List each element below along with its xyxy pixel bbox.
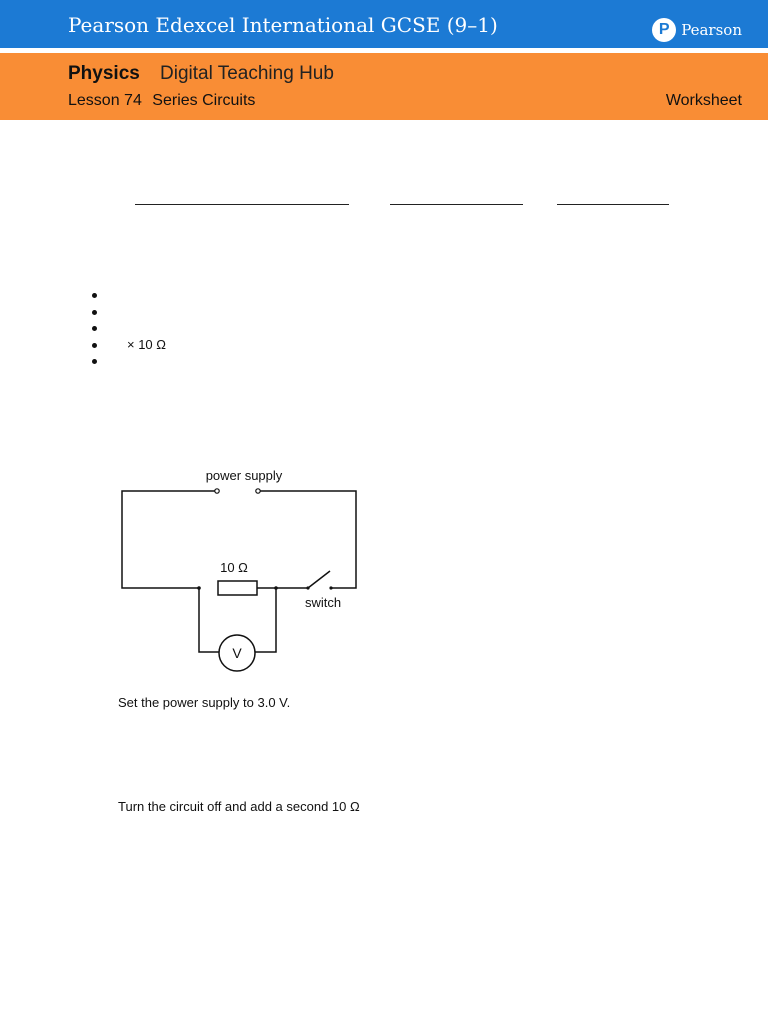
bullet-dot bbox=[92, 293, 97, 298]
resistor-value-label: 10 Ω bbox=[220, 560, 248, 575]
voltmeter-wire-left bbox=[198, 588, 219, 653]
junction-dot bbox=[274, 586, 278, 590]
terminal-left bbox=[214, 488, 220, 494]
pearson-logo-icon: P bbox=[652, 18, 677, 42]
method-step-1: Set the power supply to 3.0 V. bbox=[118, 695, 291, 710]
lesson-topic: Series Circuits bbox=[152, 92, 256, 109]
date-field-line[interactable] bbox=[557, 204, 669, 205]
resistor-symbol bbox=[217, 580, 258, 596]
wire-left-loop bbox=[121, 490, 217, 589]
voltmeter-wire-right bbox=[255, 588, 277, 653]
bullet-dot bbox=[92, 342, 97, 348]
bullet-dot bbox=[92, 309, 97, 315]
qualification-title: Pearson Edexcel International GCSE (9–1) bbox=[68, 13, 498, 37]
class-field-line[interactable] bbox=[390, 204, 523, 205]
name-field-line[interactable] bbox=[135, 204, 349, 205]
power-supply-label: power supply bbox=[206, 468, 283, 483]
switch-contact bbox=[329, 586, 333, 590]
sub-header: Physics Digital Teaching Hub Lesson 74 S… bbox=[0, 53, 768, 120]
terminal-right bbox=[255, 488, 261, 494]
switch-pivot bbox=[306, 586, 310, 590]
top-header: Pearson Edexcel International GCSE (9–1)… bbox=[0, 0, 768, 48]
method-step-2: Turn the circuit off and add a second 10… bbox=[118, 799, 360, 814]
switch-lever bbox=[307, 570, 331, 589]
subject-title: Physics bbox=[68, 63, 140, 84]
junction-dot bbox=[197, 586, 201, 590]
switch-label: switch bbox=[305, 595, 341, 610]
worksheet-label: Worksheet bbox=[665, 92, 742, 109]
wire-right-loop bbox=[258, 490, 357, 589]
header-divider bbox=[0, 48, 768, 53]
equipment-item-text: × 10 Ω bbox=[127, 336, 166, 352]
circuit-diagram: power supply 10 Ω switch V bbox=[121, 468, 357, 672]
pearson-brand-name: Pearson bbox=[681, 21, 742, 39]
hub-title: Digital Teaching Hub bbox=[160, 63, 334, 84]
bullet-dot bbox=[92, 359, 97, 364]
bullet-dot bbox=[92, 326, 97, 331]
voltmeter-label: V bbox=[232, 645, 242, 661]
lesson-info: Lesson 74 Series Circuits bbox=[68, 92, 255, 110]
voltmeter-symbol bbox=[218, 634, 256, 672]
lesson-number: Lesson 74 bbox=[68, 92, 142, 109]
pearson-brand: P Pearson bbox=[652, 17, 742, 43]
